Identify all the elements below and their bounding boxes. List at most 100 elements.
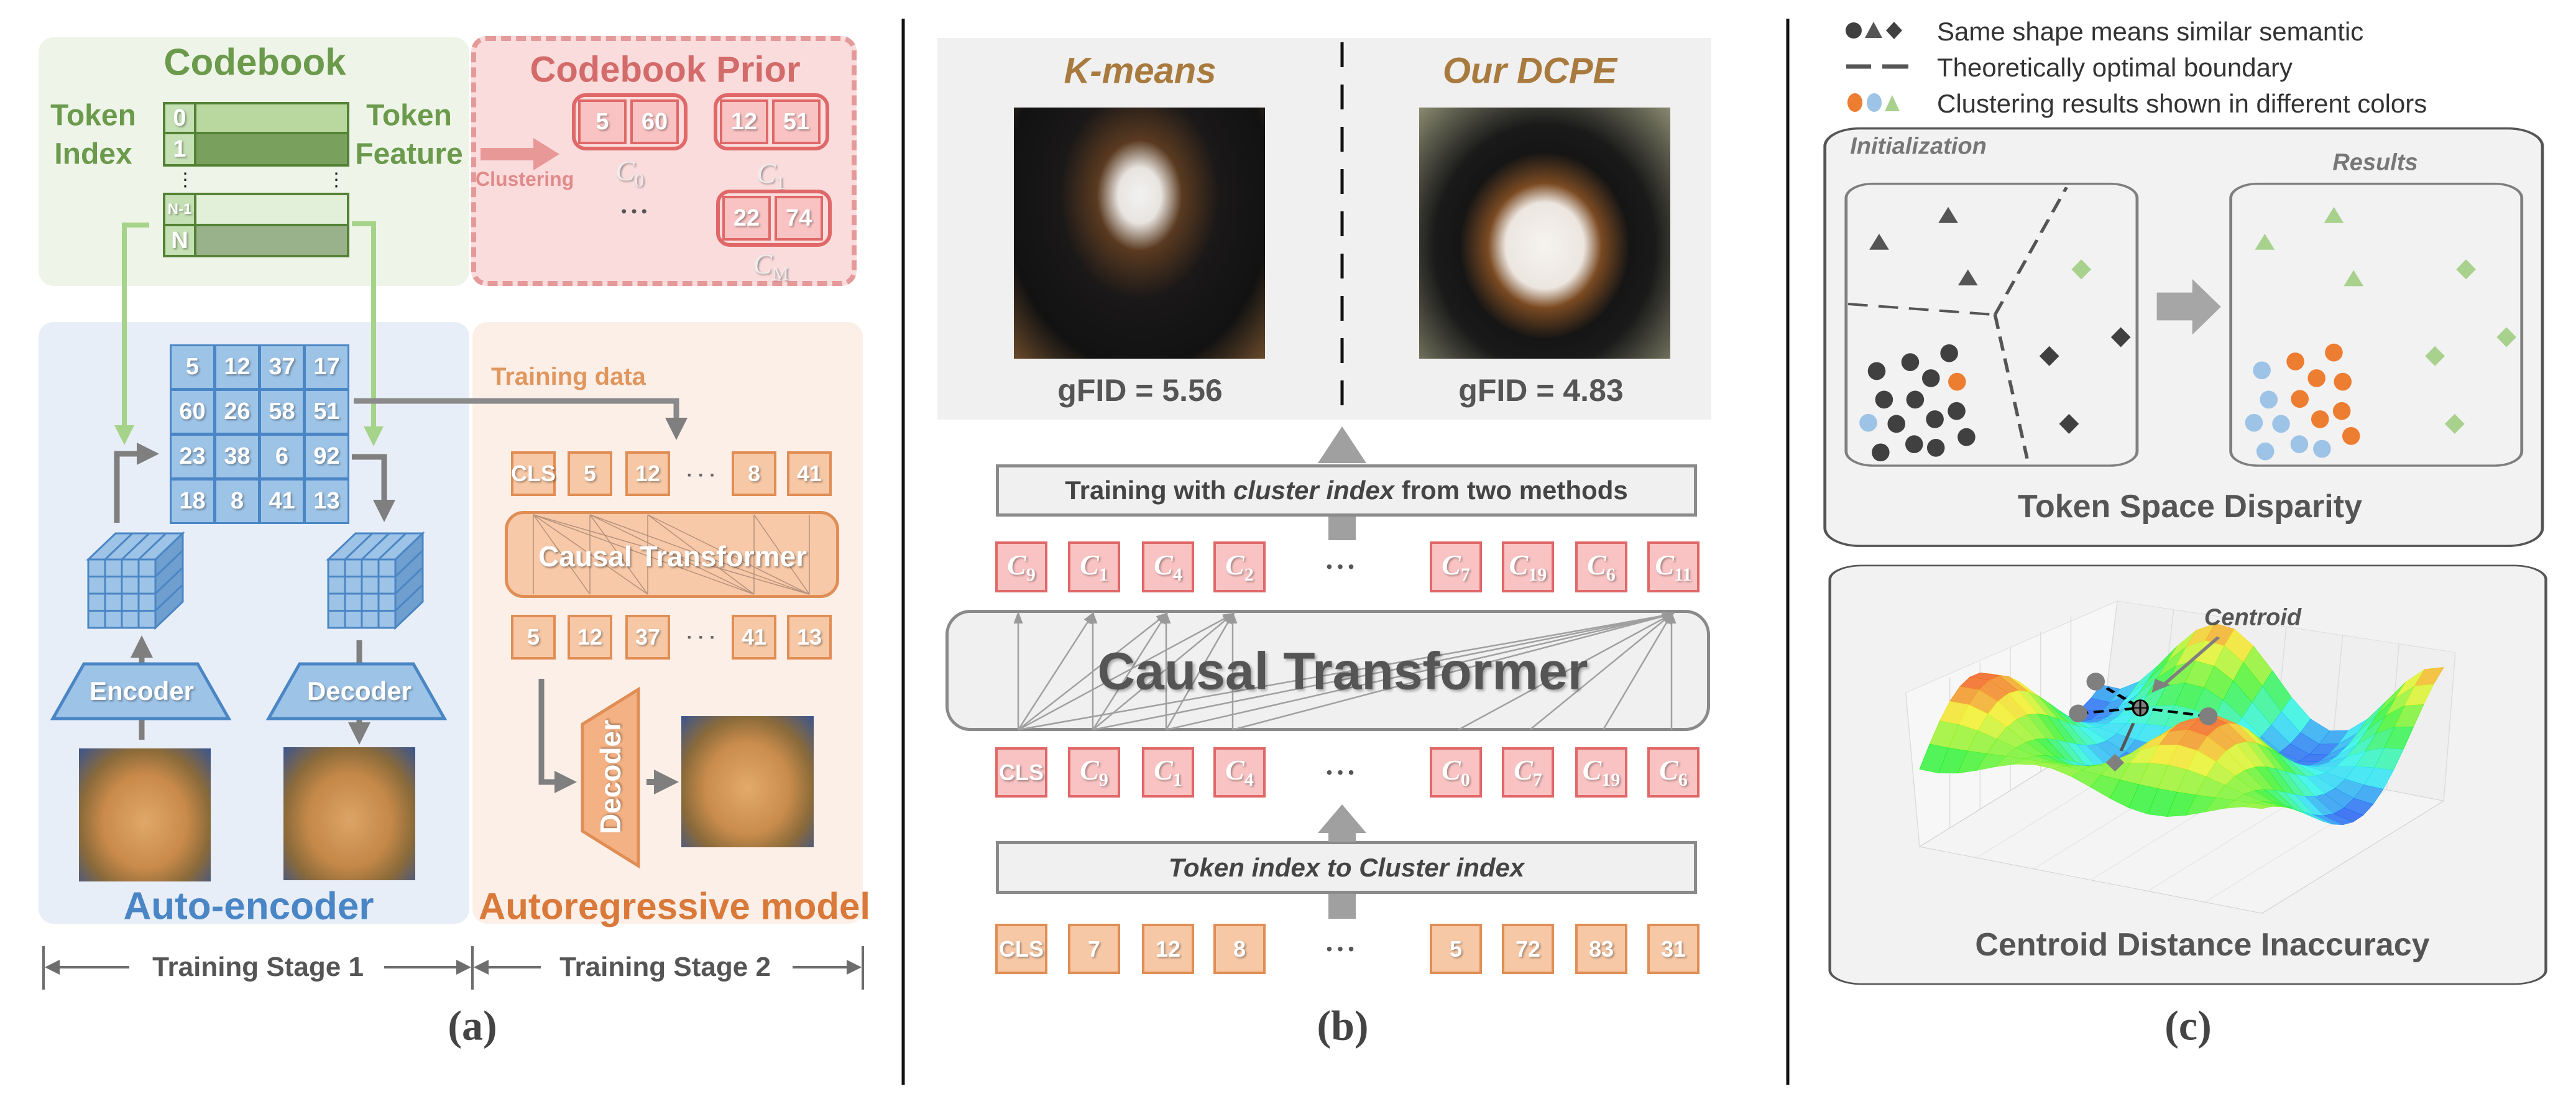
token-grid-cell: 60 [170,389,215,435]
cluster-letter: C [1225,548,1244,581]
legend-boundary: Theoretically optimal boundary [1937,53,2293,82]
token-box: 5 [1430,924,1482,974]
cluster-label: C1 [757,157,785,194]
cluster-subscript: 19 [1528,564,1547,586]
circle-point [1887,415,1906,433]
circle-point [2307,369,2325,387]
cluster-token: C1 [1068,541,1120,592]
causal-transformer-label-b: Causal Transformer [1097,642,1588,701]
cluster-subscript: 4 [1172,564,1182,586]
cluster-subscript: 6 [1606,564,1616,586]
circle-point [1921,369,1940,387]
training-stage-2-label: Training Stage 2 [559,952,771,982]
reconstructed-cat-image [283,747,415,880]
orange-circle-icon [1847,93,1862,112]
training-method-box: Training with cluster index from two met… [996,464,1697,517]
legend: Same shape means similar semantic Theore… [1937,14,2427,122]
circle-point [2332,402,2351,420]
cluster-letter: C [1582,754,1602,786]
cluster-symbol: CM [753,248,788,284]
token-box: 31 [1647,924,1700,974]
codebook-index-1: 1 [163,132,196,167]
cluster-symbol: C6 [1587,548,1616,586]
autoencoder-title: Auto-encoder [123,885,374,928]
distance-line [2094,680,2142,709]
token-box: 8 [1213,924,1266,974]
dcpe-dog-image [1419,108,1670,359]
circle-point [1957,428,1976,446]
cluster-letter: C [1225,754,1244,786]
circle-point [2253,361,2271,380]
cluster-symbol: C6 [1659,753,1688,791]
cluster-token: C4 [1142,541,1194,592]
circle-point [2256,442,2275,461]
cluster-token: C7 [1430,541,1482,592]
true-center-diamond [2105,753,2125,772]
cluster-letter: C [615,154,635,186]
blue-circle-icon [1867,93,1882,112]
token-feature-label-1: Token [366,99,452,132]
circle-point [1906,390,1925,409]
token-grid-cell: 12 [214,344,260,390]
token-box: CLS [511,451,556,496]
circle-point [1872,443,1890,462]
cluster-symbol: C19 [1583,753,1621,791]
circle-point [1926,438,1945,457]
decoder-label: Decoder [306,676,412,706]
cluster-subscript: 1 [1172,770,1182,791]
caption-c: (c) [2164,1001,2212,1049]
codebook-index-n-1: N-1 [163,193,196,226]
cluster-label: C0 [615,154,644,191]
cluster-letter: C [1509,548,1529,581]
circle-point [1926,410,1944,428]
centroid-pointer-arrow [2159,636,2220,688]
token-grid-cell: 41 [259,479,305,524]
generated-cat-image [681,716,814,847]
cluster-subscript: 4 [1244,770,1254,791]
ellipsis: · · · [686,627,716,648]
codebook-title: Codebook [163,41,346,83]
up-arrow [1318,804,1366,833]
cluster-symbol: C4 [1154,548,1182,586]
ar-decoder-label: Decoder [594,719,627,835]
diamond-point [2456,259,2476,280]
token-grid-cell: 6 [259,434,305,479]
cluster-subscript: 11 [1674,564,1692,586]
cluster-group [714,93,829,150]
token-to-cluster-box: Token index to Cluster index [996,841,1697,894]
cluster-token: C9 [1068,747,1120,798]
cluster-token: C7 [1502,747,1554,798]
token-box: 83 [1575,924,1627,974]
distance-arrow [2119,722,2135,752]
centroid-label: Centroid [2204,604,2302,631]
triangle-point [2344,270,2364,287]
cluster-letter: C [1442,754,1461,786]
cluster-symbol: C7 [1514,753,1542,791]
cluster-letter: C [757,157,776,189]
circle-point [2313,439,2331,458]
circle-point [2245,413,2263,432]
legend-shape: Same shape means similar semantic [1937,17,2364,46]
ellipsis: • • • [621,201,647,221]
surface-patch [2242,803,2273,809]
dcpe-gfid: gFID = 4.83 [1458,373,1624,408]
triangle-point [1938,206,1958,223]
token-grid-cell: 38 [214,434,260,479]
cluster-subscript: 1 [775,173,785,194]
circle-point [1905,435,1923,453]
cluster-token: CLS [995,747,1047,798]
codebook-feature-n-1 [194,193,349,226]
kmeans-title: K-means [1064,50,1217,91]
cluster-subscript: 0 [634,170,644,191]
caption-b: (b) [1317,1001,1369,1049]
cluster-symbol: C2 [1225,548,1254,586]
triangle-icon [1865,22,1882,38]
cluster-subscript: 9 [1098,770,1108,791]
cluster-group [572,93,688,150]
token-grid-cell: 17 [304,344,349,390]
circle-point [2272,415,2290,433]
cluster-token: 5 [578,99,627,144]
circle-point [1940,344,1958,362]
kmeans-dog-image [1014,108,1265,359]
cluster-symbol: C0 [615,154,644,191]
